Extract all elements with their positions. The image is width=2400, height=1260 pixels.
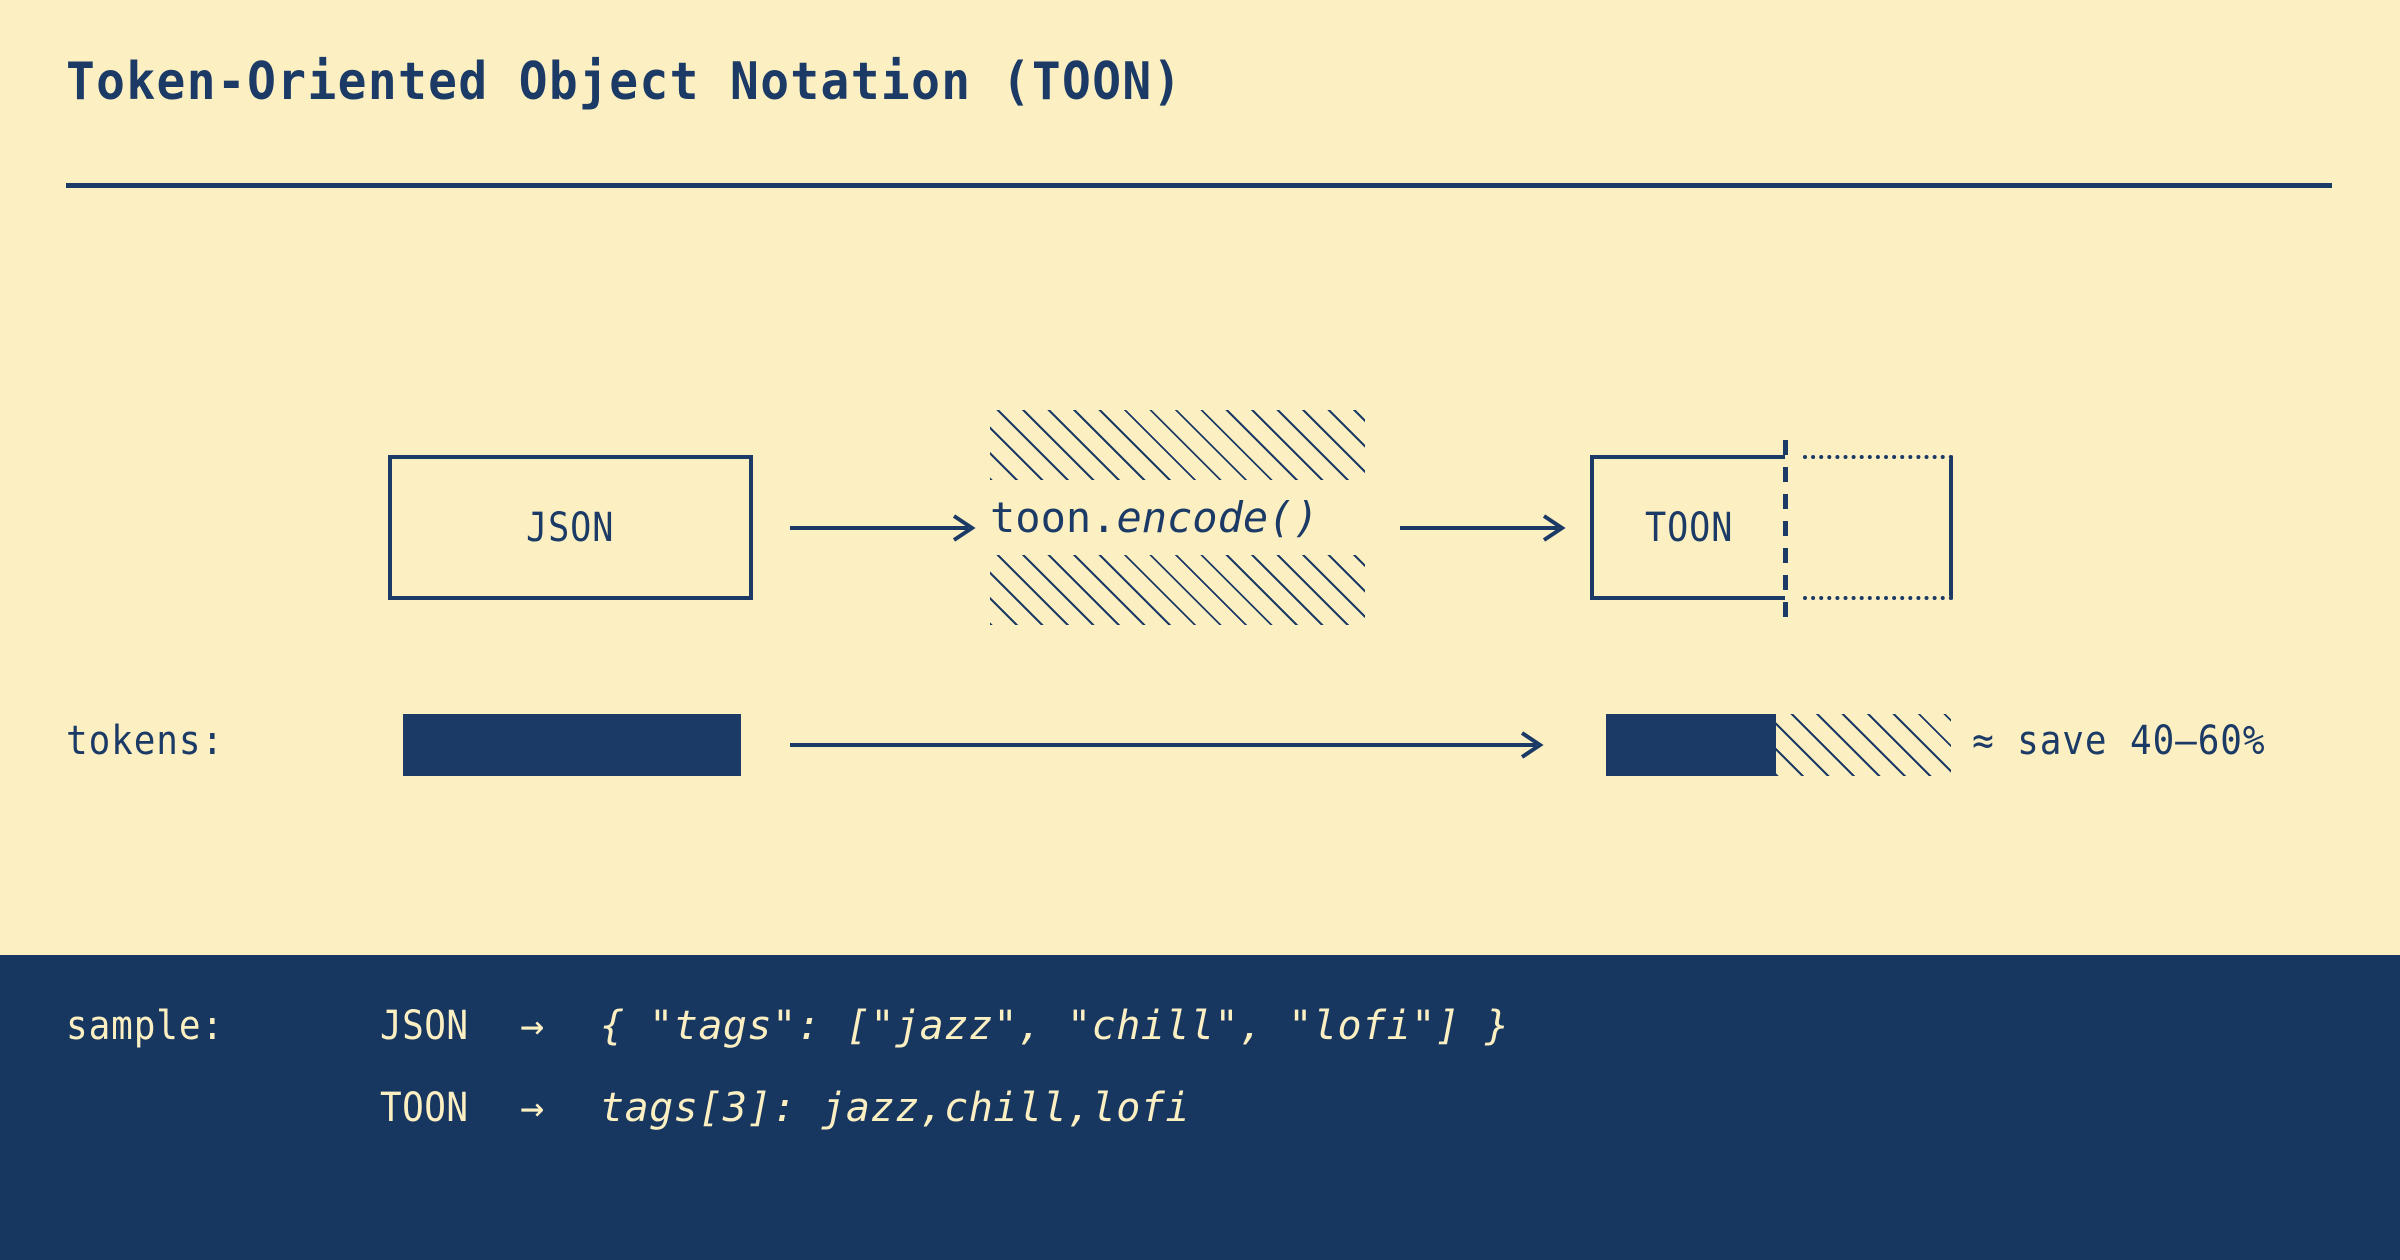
hatch-band-top-icon (990, 410, 1365, 480)
sample-label: sample: (66, 1003, 225, 1049)
toon-node-label: TOON (1645, 504, 1734, 551)
encode-process-block: toon.encode() (990, 410, 1365, 625)
toon-token-bar-used (1606, 714, 1776, 776)
sample-json-lang: JSON (380, 1003, 469, 1049)
sample-toon-lang: TOON (380, 1085, 469, 1131)
pipeline-arrow-2-icon (1400, 513, 1580, 543)
tokens-arrow-icon (790, 730, 1558, 760)
toon-token-bar-saved-icon (1776, 714, 1951, 776)
encode-call-label: toon.encode() (990, 480, 1365, 555)
json-node-box: JSON (388, 455, 753, 600)
sample-toon-arrow-icon: → (520, 1085, 545, 1131)
hatch-band-bottom-icon (990, 555, 1365, 625)
encode-function-text: encode() (1116, 493, 1319, 542)
encode-namespace-text: toon. (990, 493, 1117, 542)
sample-json-arrow-icon: → (520, 1003, 545, 1049)
sample-json-code: { "tags": ["jazz", "chill", "lofi"] } (600, 1003, 1510, 1049)
toon-truncation-divider-icon (1783, 440, 1788, 625)
json-token-bar (403, 714, 741, 776)
tokens-row-label: tokens: (66, 718, 225, 764)
toon-token-bar-group (1606, 714, 1951, 776)
json-node-label: JSON (526, 504, 615, 551)
title-block: Token-Oriented Object Notation (TOON) (66, 52, 2332, 188)
savings-note: ≈ save 40–60% (1972, 718, 2266, 764)
toon-node-box: TOON (1590, 455, 1785, 600)
sample-toon-code: tags[3]: jazz,chill,lofi (600, 1085, 1190, 1131)
toon-saved-space-box (1803, 455, 1953, 600)
sample-row-json: JSON → { "tags": ["jazz", "chill", "lofi"]… (380, 1003, 1510, 1049)
page-title: Token-Oriented Object Notation (TOON) (66, 52, 1183, 112)
pipeline-arrow-1-icon (790, 513, 990, 543)
sample-footer-band: sample: JSON → { "tags": ["jazz", "chill",… (0, 955, 2400, 1260)
sample-row-toon: TOON → tags[3]: jazz,chill,lofi (380, 1085, 1190, 1131)
toon-node-group: TOON (1590, 440, 1970, 625)
tokens-comparison-row: tokens: ≈ save 40–60% (0, 690, 2400, 800)
pipeline-diagram: JSON toon.encode() TOON (0, 400, 2400, 630)
title-divider-rule (66, 183, 2332, 188)
